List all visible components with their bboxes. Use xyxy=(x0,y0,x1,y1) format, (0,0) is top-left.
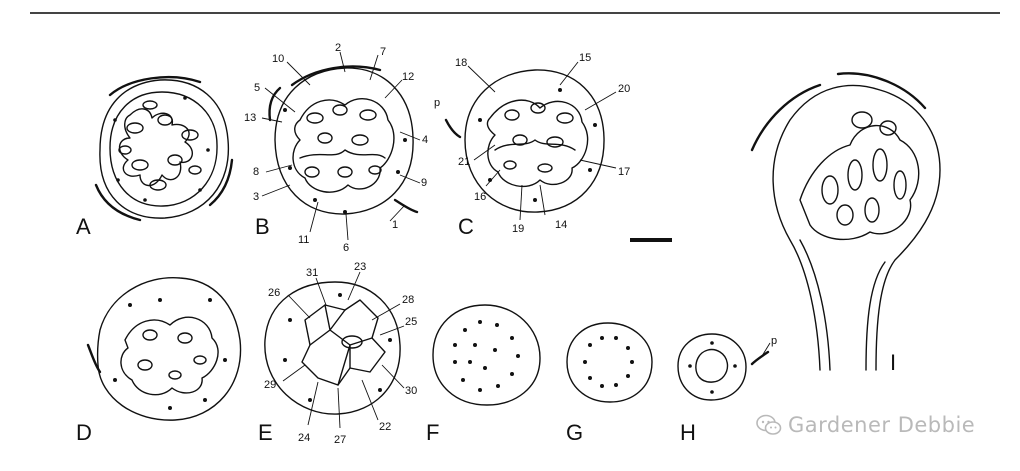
callout-5: 5 xyxy=(254,82,260,94)
panel-i-drawing xyxy=(750,72,941,371)
panel-f-drawing xyxy=(432,304,541,406)
callout-10: 10 xyxy=(272,53,284,65)
panel-b-drawing xyxy=(261,51,421,241)
callout-19: 19 xyxy=(512,223,524,235)
panel-label-i: I xyxy=(890,350,896,375)
callout-29: 29 xyxy=(264,379,276,391)
watermark-text: Gardener Debbie xyxy=(788,413,976,437)
callout-9: 9 xyxy=(421,177,427,189)
callout-27: 27 xyxy=(334,434,346,446)
panel-d-drawing xyxy=(86,277,242,421)
watermark: Gardener Debbie xyxy=(756,410,975,440)
callout-p-c: p xyxy=(434,97,440,109)
callout-30: 30 xyxy=(405,385,417,397)
callout-23: 23 xyxy=(354,261,366,273)
callout-31: 31 xyxy=(306,267,318,279)
callout-24: 24 xyxy=(298,432,310,444)
callout-26: 26 xyxy=(268,287,280,299)
panel-label-e: E xyxy=(258,420,273,445)
panel-label-d: D xyxy=(76,420,92,445)
panel-h-drawing xyxy=(677,333,771,401)
callout-15: 15 xyxy=(579,52,591,64)
panel-c-drawing xyxy=(444,61,617,221)
panel-label-g: G xyxy=(566,420,583,445)
callout-11: 11 xyxy=(298,234,309,246)
panel-label-a: A xyxy=(76,214,91,239)
panel-label-h: H xyxy=(680,420,696,445)
panel-e-drawing xyxy=(264,271,405,429)
callout-25: 25 xyxy=(405,316,417,328)
callout-7: 7 xyxy=(380,46,386,58)
top-rule xyxy=(30,12,1000,14)
callout-12: 12 xyxy=(402,71,414,83)
callout-1: 1 xyxy=(392,219,398,231)
panel-label-b: B xyxy=(255,214,270,239)
callout-3: 3 xyxy=(253,191,259,203)
callout-6: 6 xyxy=(343,242,349,254)
callout-p-h: p xyxy=(771,335,777,347)
panel-g-drawing xyxy=(566,322,653,403)
callout-20: 20 xyxy=(618,83,630,95)
callout-13: 13 xyxy=(244,112,256,124)
callout-8: 8 xyxy=(253,166,259,178)
callout-22: 22 xyxy=(379,421,391,433)
callout-21: 21 xyxy=(458,156,470,168)
panel-a-drawing xyxy=(94,75,234,222)
callout-18: 18 xyxy=(455,57,467,69)
callout-2: 2 xyxy=(335,42,341,54)
panel-label-f: F xyxy=(426,420,439,445)
callout-28: 28 xyxy=(402,294,414,306)
callout-14: 14 xyxy=(555,219,567,231)
callout-16: 16 xyxy=(474,191,486,203)
callout-4: 4 xyxy=(422,134,428,146)
wechat-icon xyxy=(756,414,782,435)
callout-17: 17 xyxy=(618,166,630,178)
panel-label-c: C xyxy=(458,214,474,239)
